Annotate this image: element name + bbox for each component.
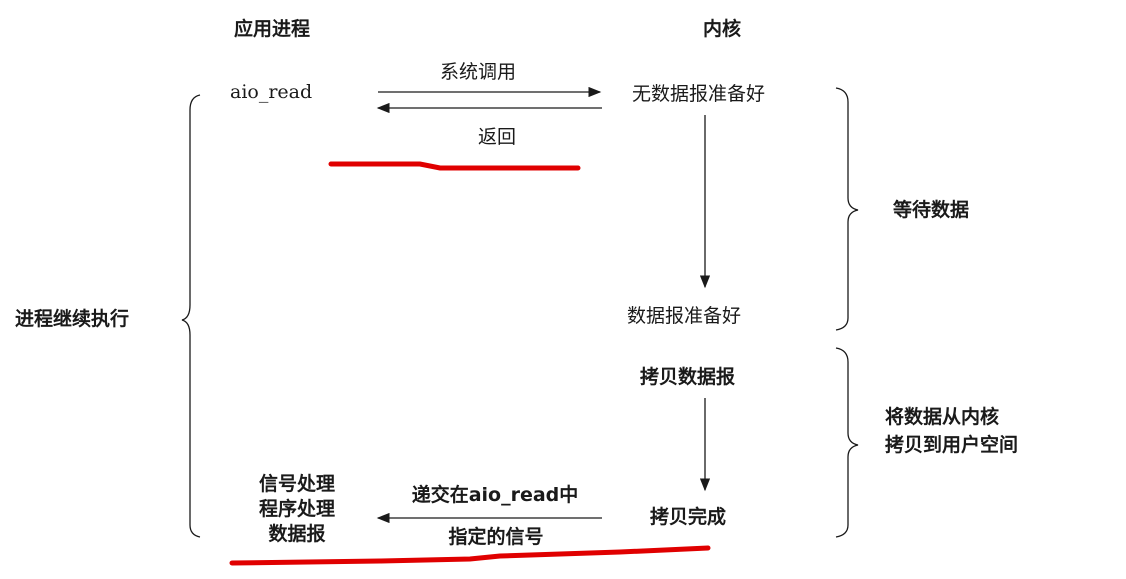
- no-data-ready-label: 无数据报准备好: [632, 83, 766, 105]
- syscall-label: 系统调用: [439, 61, 517, 83]
- return-label: 返回: [477, 126, 517, 148]
- deliver-signal-line2: 指定的信号: [448, 526, 544, 548]
- handler-line-1: 信号处理: [258, 473, 336, 495]
- kernel-header: 内核: [702, 18, 742, 40]
- wait-brace: [835, 87, 859, 331]
- copy-brace: [835, 347, 859, 538]
- left-brace: [181, 94, 201, 538]
- copy-done-label: 拷贝完成: [650, 506, 727, 528]
- highlight-underline-signal: [229, 545, 711, 566]
- copy-datagram-label: 拷贝数据报: [640, 366, 736, 388]
- process-continues-label: 进程继续执行: [15, 308, 130, 330]
- handler-line-2: 程序处理: [258, 498, 336, 520]
- copy-phase-line2: 拷贝到用户空间: [885, 434, 1019, 456]
- aio-read-label: aio_read: [230, 81, 313, 103]
- data-ready-label: 数据报准备好: [627, 305, 742, 327]
- highlight-underline-return: [328, 161, 581, 171]
- deliver-signal-line1: 递交在aio_read中: [411, 484, 579, 506]
- app-process-header: 应用进程: [233, 18, 311, 40]
- wait-data-label: 等待数据: [893, 199, 970, 221]
- copy-phase-line1: 将数据从内核: [885, 406, 1000, 428]
- handler-line-3: 数据报: [268, 523, 326, 545]
